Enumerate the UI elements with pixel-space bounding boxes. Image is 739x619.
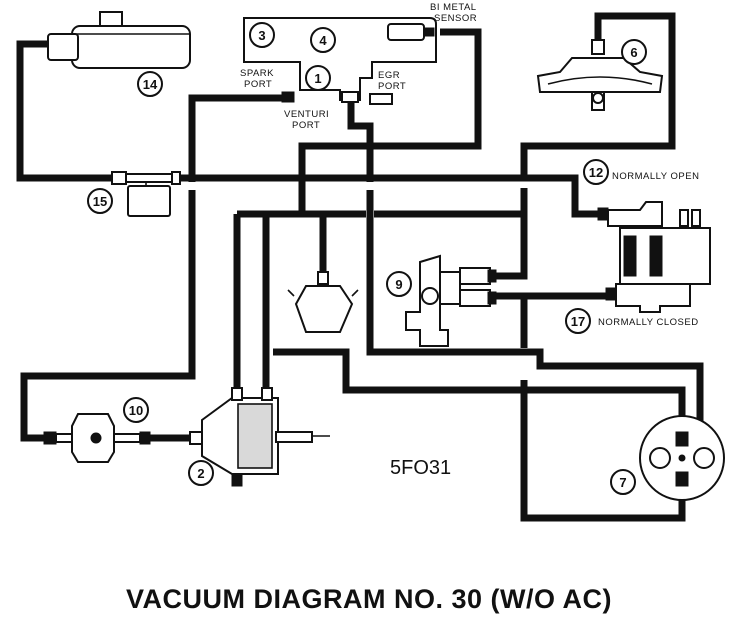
hose-spark-down <box>20 190 196 442</box>
callout-10-label: 10 <box>129 403 143 418</box>
callout-3: 3 <box>249 22 275 48</box>
label-normally-open: NORMALLY OPEN <box>612 171 699 182</box>
callout-1-label: 1 <box>314 71 321 86</box>
component-7-valve <box>639 415 725 501</box>
callout-6-label: 6 <box>630 45 637 60</box>
component-2-distributor-diaphragm <box>189 387 330 487</box>
label-normally-closed: NORMALLY CLOSED <box>598 317 699 328</box>
hose-bimetal <box>298 28 482 214</box>
callout-10: 10 <box>123 397 149 423</box>
component-14-air-cleaner <box>47 11 191 69</box>
callout-17-label: 17 <box>571 314 585 329</box>
hose-egr-down2 <box>366 190 704 438</box>
hose-6 <box>520 12 676 180</box>
callout-14-label: 14 <box>143 77 158 92</box>
hose-6b <box>496 188 528 280</box>
hose-egr-down <box>347 100 374 182</box>
callout-9-label: 9 <box>395 277 402 292</box>
label-bimetal-sensor-1: BI METAL <box>430 2 477 13</box>
callout-7-label: 7 <box>619 475 626 490</box>
carburetor <box>243 17 437 105</box>
label-spark-port-2: PORT <box>244 79 272 90</box>
label-venturi-port-2: PORT <box>292 120 320 131</box>
callout-12-label: 12 <box>589 165 603 180</box>
component-6-valve <box>536 39 664 111</box>
callout-2: 2 <box>188 460 214 486</box>
callout-4: 4 <box>310 27 336 53</box>
hose-2-to-7 <box>273 348 686 432</box>
component-12-17-solenoid <box>597 201 711 313</box>
label-bimetal-sensor-2: SENSOR <box>434 13 477 24</box>
callout-12: 12 <box>583 159 609 185</box>
component-15 <box>111 171 181 217</box>
diagram-title: VACUUM DIAGRAM NO. 30 (W/O AC) <box>126 584 612 614</box>
label-egr-port-2: PORT <box>378 81 406 92</box>
callout-2-label: 2 <box>197 466 204 481</box>
callout-6: 6 <box>621 39 647 65</box>
hose-14-to-15 <box>16 40 115 182</box>
diagram-code: 5FO31 <box>390 457 451 479</box>
callout-3-label: 3 <box>258 28 265 43</box>
callout-4-label: 4 <box>319 33 327 48</box>
callout-17: 17 <box>565 308 591 334</box>
callout-7: 7 <box>610 469 636 495</box>
callout-15: 15 <box>87 188 113 214</box>
component-9-valve <box>405 254 497 347</box>
callout-15-label: 15 <box>93 194 107 209</box>
callout-14: 14 <box>137 71 163 97</box>
vacuum-hoses <box>16 12 704 522</box>
hose-15-to-12 <box>178 174 605 218</box>
label-venturi-port-1: VENTURI <box>284 109 329 120</box>
component-10-delay-valve <box>43 413 151 463</box>
hose-spark-to-10 <box>188 94 282 182</box>
label-spark-port-1: SPARK <box>240 68 274 79</box>
intake-fitting <box>287 271 359 333</box>
callout-9: 9 <box>386 271 412 297</box>
label-egr-port-1: EGR <box>378 70 400 81</box>
callout-1: 1 <box>305 65 331 91</box>
